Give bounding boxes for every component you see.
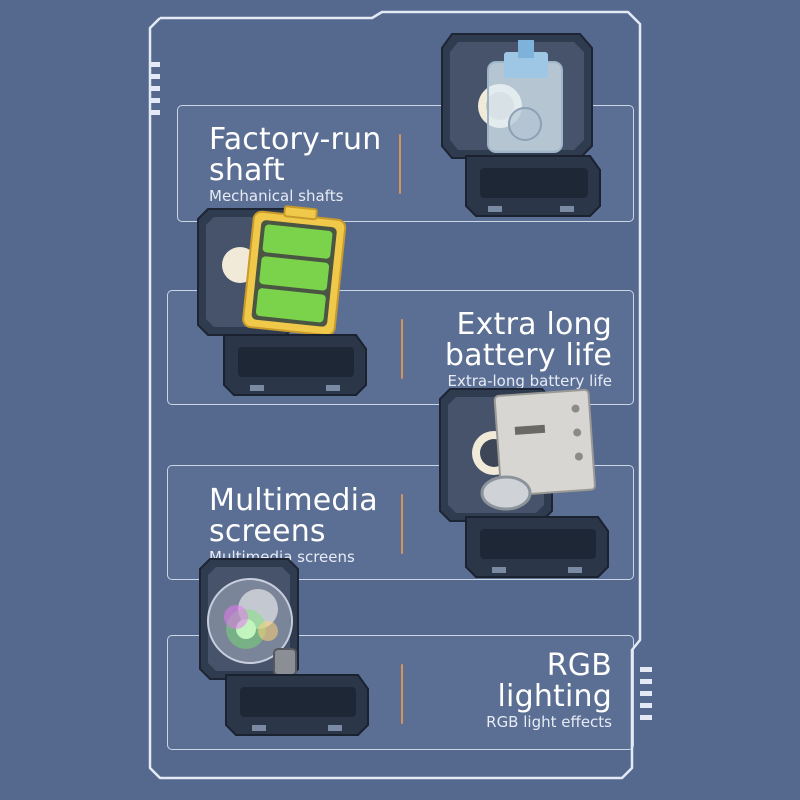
feature-title: RGB	[546, 648, 612, 683]
feature-title: shaft	[209, 153, 285, 188]
right-hash-marks	[640, 667, 652, 720]
feature-text-rgb: RGB lighting RGB light effects	[486, 650, 612, 731]
feature-subtitle: Extra-long battery life	[447, 372, 612, 390]
battery-icon	[197, 205, 367, 396]
feature-title: screens	[209, 514, 326, 549]
feature-text-multimedia: Multimedia screens Multimedia screens	[209, 485, 378, 566]
feature-title: lighting	[497, 679, 612, 714]
rgb-light-icon	[199, 558, 369, 736]
feature-title: Extra long	[456, 307, 612, 342]
card-divider	[401, 494, 403, 554]
feature-title: Multimedia	[209, 483, 378, 518]
feature-text-factory-shaft: Factory-run shaft Mechanical shafts	[209, 124, 381, 205]
card-divider	[401, 664, 403, 724]
feature-subtitle: RGB light effects	[486, 713, 612, 731]
feature-title: battery life	[444, 338, 612, 373]
media-screen-icon	[439, 388, 609, 578]
card-divider	[401, 319, 403, 379]
feature-title: Factory-run	[209, 122, 382, 157]
feature-subtitle: Mechanical shafts	[209, 187, 344, 205]
left-hash-marks	[150, 62, 160, 115]
mechanical-switch-icon	[441, 33, 601, 217]
card-divider	[399, 134, 401, 194]
feature-text-battery: Extra long battery life Extra-long batte…	[445, 309, 612, 390]
